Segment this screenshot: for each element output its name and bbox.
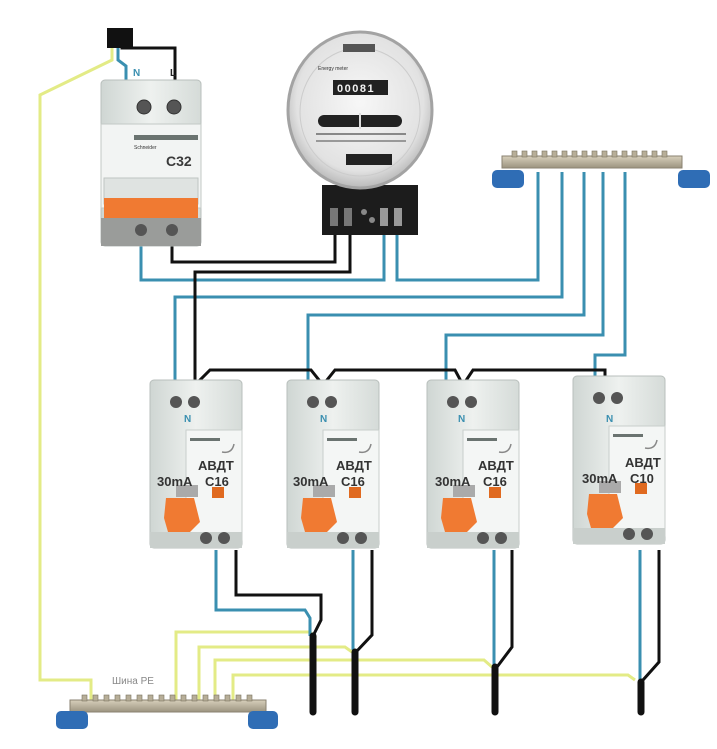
rcbo-toggle[interactable] — [301, 498, 337, 532]
terminal-screw — [166, 99, 182, 115]
terminal-screw — [447, 396, 459, 408]
rcbo-toggle[interactable] — [164, 498, 200, 532]
pe-wire-rcbo2 — [197, 645, 353, 700]
busbar-insulator-right — [248, 711, 278, 729]
rcbo-1-leak: 30mA — [157, 474, 193, 489]
pe-wires — [38, 48, 636, 700]
n-wire-bus-rcbo3 — [444, 172, 605, 385]
energy-meter: Energy meter 00081 — [286, 30, 434, 235]
rcbo-3-type: АВДТ — [478, 458, 514, 473]
terminal-screw — [136, 99, 152, 115]
terminal-screw — [200, 532, 212, 544]
rcbo-3-n-label: N — [458, 414, 466, 425]
l-out-rcbo2 — [354, 550, 374, 654]
rcbo-test-button[interactable] — [489, 487, 501, 498]
n-wire-meter-to-busbar — [395, 172, 540, 282]
pe-wire-rcbo1 — [174, 630, 318, 700]
rcbo-2-type: АВДТ — [336, 458, 372, 473]
terminal-screw — [465, 396, 477, 408]
rcbo-toggle[interactable] — [587, 494, 623, 528]
rcbo-3[interactable] — [426, 379, 520, 549]
rcbo-3-rating: C16 — [483, 474, 507, 489]
rcbo-test-button[interactable] — [212, 487, 224, 498]
l-out-rcbo1 — [234, 550, 323, 637]
l-bridge-rcbos — [193, 368, 607, 388]
rcbo-toggle[interactable] — [441, 498, 477, 532]
n-wire-input — [116, 48, 128, 80]
input-n-label: N — [133, 68, 140, 79]
neutral-wires — [116, 48, 642, 680]
terminal-screw — [355, 532, 367, 544]
rcbo-4-n-label: N — [606, 414, 614, 425]
terminal-screw — [325, 396, 337, 408]
meter-counter — [333, 80, 388, 95]
input-l-label: L — [170, 68, 176, 79]
main-breaker-rating: C32 — [166, 153, 192, 169]
pe-wire-input — [38, 48, 114, 700]
terminal-screw — [188, 396, 200, 408]
rcbo-1-rating: C16 — [205, 474, 229, 489]
rcbo-4-rating: C10 — [630, 471, 654, 486]
l-out-rcbo4 — [641, 550, 661, 681]
rcbo-4[interactable] — [572, 375, 666, 545]
n-wire-bus-rcbo1 — [173, 172, 564, 385]
rcbo-3-leak: 30mA — [435, 474, 471, 489]
n-out-rcbo1 — [214, 550, 312, 636]
rcbo-2-n-label: N — [320, 414, 328, 425]
terminal-screw — [135, 224, 147, 236]
terminal-screw — [307, 396, 319, 408]
terminal-screw — [477, 532, 489, 544]
phase-wires — [120, 42, 661, 681]
rcbo-2-rating: C16 — [341, 474, 365, 489]
rcbo-1-n-label: N — [184, 414, 192, 425]
n-wire-bus-rcbo4 — [593, 172, 627, 385]
busbar-screws — [511, 150, 668, 158]
busbar-insulator-left — [492, 170, 524, 188]
meter-reading: 00081 — [337, 83, 375, 95]
terminal-screw — [337, 532, 349, 544]
rcbo-1-type: АВДТ — [198, 458, 234, 473]
cable-sheaths — [309, 632, 645, 716]
n-wire-breaker-to-meter — [139, 228, 386, 282]
pe-busbar — [56, 694, 278, 729]
rcbo-2-leak: 30mA — [293, 474, 329, 489]
l-out-rcbo3 — [495, 550, 514, 668]
rcbo-2[interactable] — [286, 379, 380, 549]
pe-bus-label: Шина PE — [112, 676, 154, 687]
terminal-screw — [218, 532, 230, 544]
busbar-insulator-right — [678, 170, 710, 188]
terminal-screw — [611, 392, 623, 404]
main-breaker-brand: Schneider — [134, 145, 157, 151]
terminal-screw — [495, 532, 507, 544]
rcbo-4-leak: 30mA — [582, 471, 618, 486]
input-cable-end — [107, 28, 133, 48]
terminal-screw — [170, 396, 182, 408]
n-wire-bus-rcbo2 — [306, 172, 586, 385]
l-wire-breaker-to-meter — [170, 228, 337, 264]
meter-brand: Energy meter — [318, 66, 348, 72]
busbar-insulator-left — [56, 711, 88, 729]
terminal-screw — [593, 392, 605, 404]
terminal-screw — [166, 224, 178, 236]
l-wire-meter-to-rcbos — [193, 228, 352, 385]
terminal-screw — [623, 528, 635, 540]
n-busbar — [492, 150, 710, 188]
main-breaker[interactable]: Schneider C32 — [100, 79, 202, 247]
rcbo-test-button[interactable] — [349, 487, 361, 498]
pe-wire-rcbo4 — [231, 673, 636, 700]
rcbo-4-type: АВДТ — [625, 455, 661, 470]
main-breaker-toggle[interactable] — [104, 198, 198, 218]
busbar-screws — [81, 694, 253, 702]
pe-wire-rcbo3 — [213, 658, 493, 700]
rcbo-test-button[interactable] — [635, 483, 647, 494]
rcbo-1[interactable] — [149, 379, 243, 549]
terminal-screw — [641, 528, 653, 540]
